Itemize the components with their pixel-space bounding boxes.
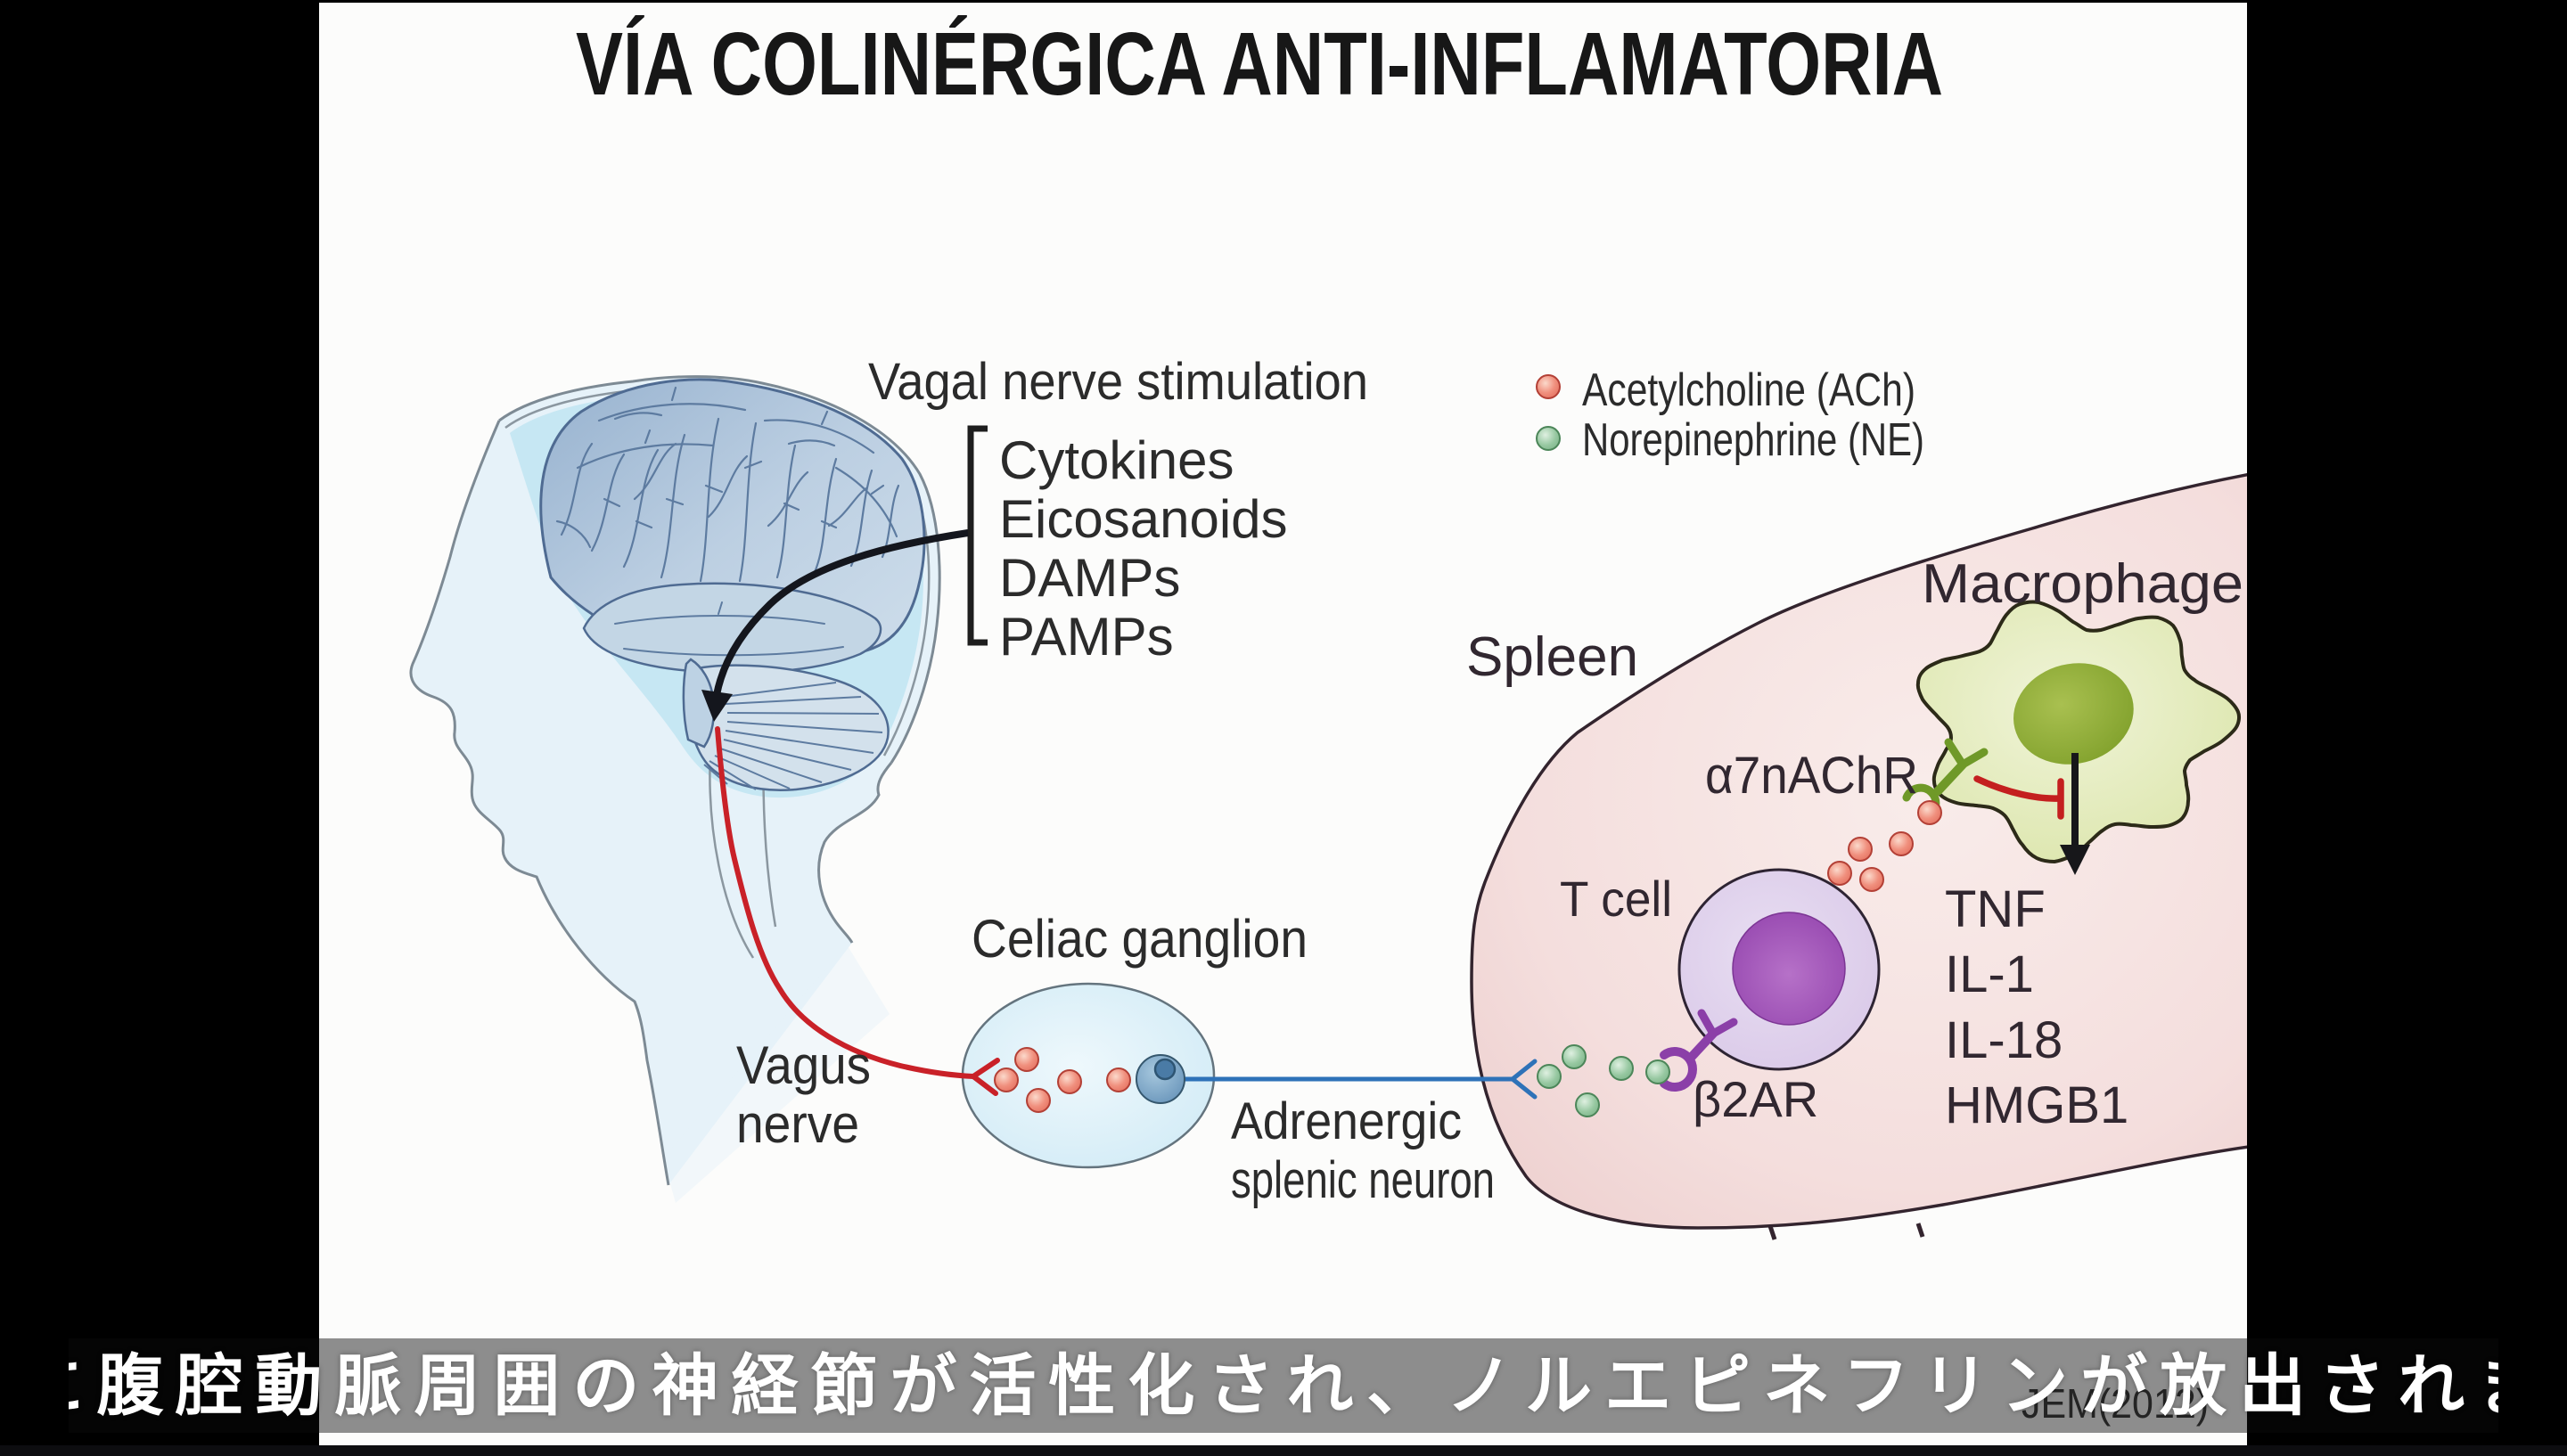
brain-temporal-lobe [582, 582, 882, 675]
macrophage-nucleus [2013, 663, 2134, 765]
macrophage-label: Macrophage [1922, 553, 2243, 615]
throat-line [709, 752, 755, 959]
credit: JEM(2012) [2022, 1380, 2209, 1427]
page-title: VÍA COLINÉRGICA ANTI-INFLAMATORIA [576, 14, 1943, 114]
temporal-gyri [614, 601, 844, 657]
celiac-ganglion-label: Celiac ganglion [972, 909, 1308, 969]
cytokine-il1: IL-1 [1945, 945, 2034, 1003]
slide: Acetylcholine (ACh) Norepinephrine (NE) … [319, 3, 2247, 1445]
release-arrow [2060, 753, 2090, 875]
cytokine-tnf: TNF [1945, 880, 2046, 938]
tcell [1660, 868, 1881, 1092]
bottom-letterbox-strip [0, 1445, 2567, 1456]
adrenergic-label-line2: splenic neuron [1231, 1151, 1495, 1209]
b2ar-receptor [1660, 1009, 1738, 1092]
diagram: Acetylcholine (ACh) Norepinephrine (NE) … [409, 14, 2247, 1427]
a7nachr-label: α7nAChR [1705, 747, 1918, 805]
vagus-label-line1: Vagus [736, 1035, 871, 1095]
cytokine-hmgb1: HMGB1 [1945, 1076, 2128, 1134]
shoulder-wash [663, 945, 890, 1203]
cerebellum-folia [703, 682, 883, 790]
inhibition-tee [1973, 775, 2064, 820]
tcell-nucleus [1732, 912, 1846, 1026]
brainstem [682, 658, 716, 748]
stimulation-arrow [713, 529, 969, 696]
adrenergic-label-line1: Adrenergic [1231, 1092, 1462, 1150]
back-neck-outline [817, 762, 893, 944]
subtitle-layer: さらに腹腔動脈周囲の神経節が活性化され、ノルエピネフリンが放出されます。 [0, 1338, 2567, 1433]
celiac-ganglion [961, 982, 1538, 1169]
ne-dots [1537, 1044, 1670, 1117]
tcell-label: T cell [1560, 871, 1672, 927]
brain-cerebellum [685, 664, 890, 791]
vagal-item-damps: DAMPs [999, 548, 1180, 608]
skull-outline [498, 375, 941, 764]
vagal-item-cytokines: Cytokines [999, 430, 1234, 490]
legend-ach-label: Acetylcholine (ACh) [1582, 364, 1915, 416]
stimulation-arrowhead [701, 690, 733, 722]
macrophage-cell [1902, 600, 2242, 875]
legend-ne-label: Norepinephrine (NE) [1582, 414, 1924, 466]
brain-gyri [555, 386, 900, 583]
b2ar-label: β2AR [1693, 1071, 1818, 1127]
vagal-item-eicosanoids: Eicosanoids [999, 489, 1288, 549]
spleen-tick-2 [1915, 1223, 1925, 1238]
ganglion-ach-dots [994, 1047, 1131, 1113]
head-outline [409, 420, 670, 1186]
legend: Acetylcholine (ACh) Norepinephrine (NE) [1536, 364, 1924, 466]
legend-ach-dot [1536, 374, 1561, 399]
vagus-nerve-path [715, 726, 1000, 1096]
spleen-tick-1 [1767, 1225, 1777, 1240]
vagal-heading: Vagal nerve stimulation [868, 353, 1368, 411]
stimuli-bracket [701, 425, 988, 722]
ach-dots [1827, 800, 1942, 892]
adrenergic-axon [1165, 1059, 1538, 1100]
neuron-nucleus [1153, 1058, 1177, 1081]
spleen-label: Spleen [1466, 626, 1638, 688]
vagal-item-pamps: PAMPs [999, 607, 1174, 667]
subtitle-text: さらに腹腔動脈周囲の神経節が活性化され、ノルエピネフリンが放出されます。 [69, 1338, 2498, 1433]
cytokine-il18: IL-18 [1945, 1011, 2063, 1069]
vagus-label-line2: nerve [736, 1094, 859, 1154]
legend-ne-dot [1536, 426, 1561, 451]
